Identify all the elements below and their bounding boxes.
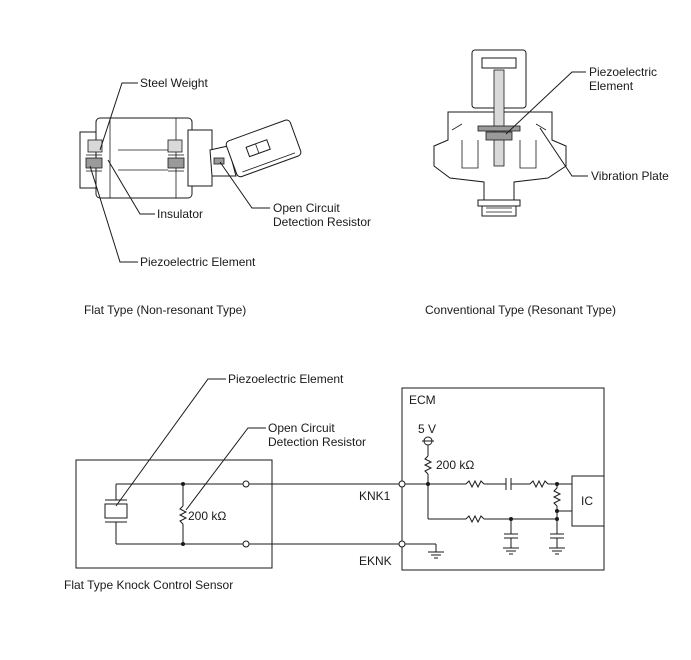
label-circuit-open-circuit-2: Detection Resistor bbox=[268, 435, 366, 449]
label-steel-weight: Steel Weight bbox=[140, 76, 208, 90]
label-ecm: ECM bbox=[409, 393, 436, 407]
conv-threaded-stud bbox=[481, 205, 517, 217]
conventional-type-sensor-illustration bbox=[433, 49, 567, 217]
label-flat-open-circuit-1: Open Circuit bbox=[273, 201, 340, 215]
label-insulator: Insulator bbox=[157, 207, 203, 221]
piezo-element-symbol bbox=[104, 484, 128, 544]
label-vibration-plate: Vibration Plate bbox=[591, 169, 669, 183]
caption-flat-type: Flat Type (Non-resonant Type) bbox=[84, 303, 246, 317]
label-conv-piezo-2: Element bbox=[589, 79, 634, 93]
ecm-series-resistor-1 bbox=[465, 479, 485, 489]
label-flat-open-circuit-2: Detection Resistor bbox=[273, 215, 371, 229]
ecm-shunt-resistor bbox=[552, 487, 562, 507]
sensor-resistor bbox=[178, 505, 188, 525]
sensor-box bbox=[75, 459, 273, 569]
conv-center-post bbox=[493, 69, 505, 167]
ecm-lower-resistor bbox=[465, 514, 485, 524]
conv-vibration-plate bbox=[477, 125, 521, 132]
label-knk1: KNK1 bbox=[359, 489, 391, 503]
label-flat-piezoelectric-element: Piezoelectric Element bbox=[140, 255, 256, 269]
flat-type-sensor-illustration bbox=[79, 117, 302, 199]
sensor-terminal-bottom bbox=[242, 540, 250, 548]
flat-piezo-element bbox=[85, 157, 103, 169]
caption-conventional-type: Conventional Type (Resonant Type) bbox=[425, 303, 616, 317]
label-pullup-resistor: 200 kΩ bbox=[436, 458, 474, 472]
pullup-resistor bbox=[423, 455, 433, 475]
caption-sensor: Flat Type Knock Control Sensor bbox=[64, 578, 233, 592]
flat-connector bbox=[225, 119, 302, 178]
label-ic: IC bbox=[581, 494, 593, 508]
ecm-series-resistor-2 bbox=[529, 479, 549, 489]
ecm-terminal-eknk bbox=[398, 540, 406, 548]
ic-box bbox=[571, 475, 605, 527]
flat-body-right-lug bbox=[187, 129, 213, 187]
flat-open-circuit-resistor bbox=[213, 157, 225, 165]
ecm-terminal-knk1 bbox=[398, 480, 406, 488]
label-circuit-open-circuit-1: Open Circuit bbox=[268, 421, 335, 435]
label-circuit-piezoelectric-element: Piezoelectric Element bbox=[228, 372, 344, 386]
conv-piezo-element bbox=[485, 131, 513, 141]
label-eknk: EKNK bbox=[359, 554, 392, 568]
label-sensor-resistor: 200 kΩ bbox=[188, 509, 226, 523]
flat-steel-weight bbox=[87, 139, 103, 153]
label-conv-piezo-1: Piezoelectric bbox=[589, 65, 657, 79]
sensor-terminal-top bbox=[242, 480, 250, 488]
label-5v: 5 V bbox=[418, 422, 436, 436]
